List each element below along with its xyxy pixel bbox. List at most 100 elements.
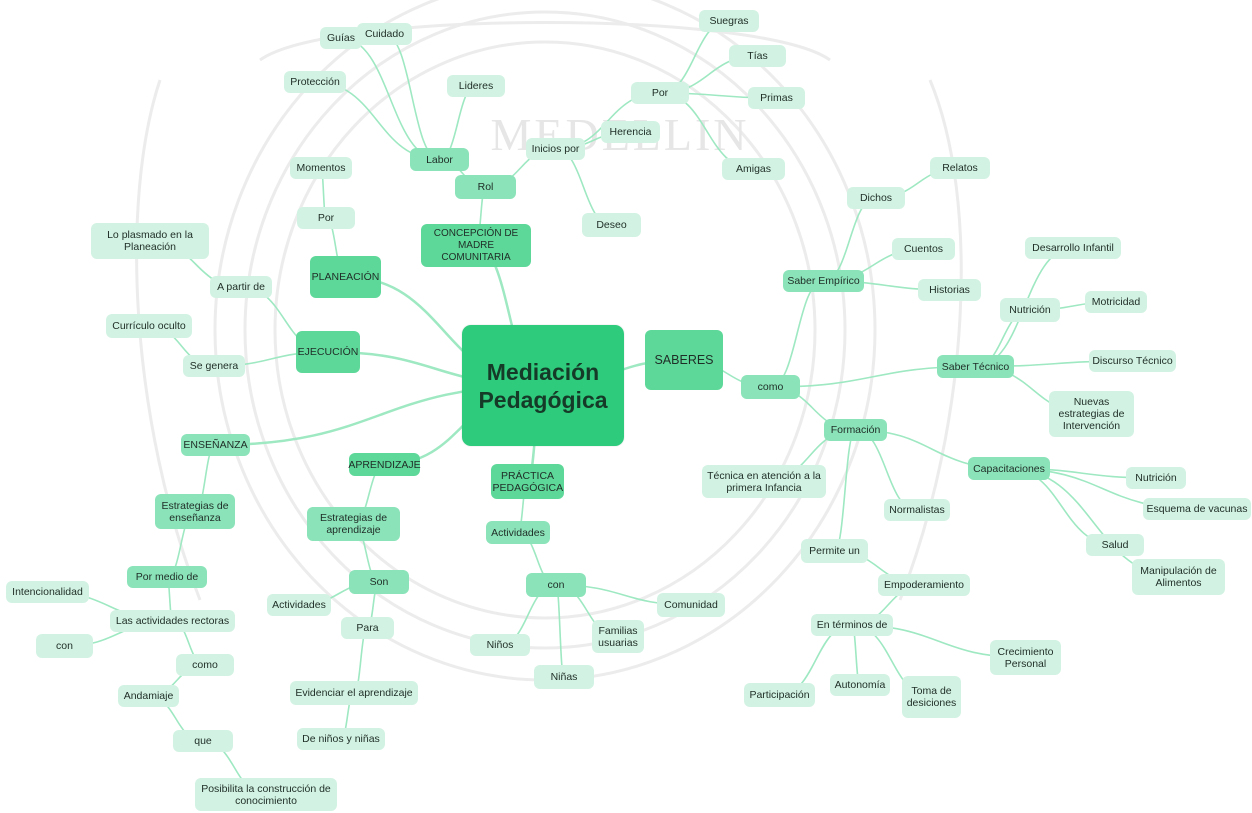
node-curriculo-oculto[interactable]: Currículo oculto — [106, 314, 192, 338]
node-primas-label: Primas — [760, 92, 793, 104]
node-familias-label: Familias usuarias — [598, 624, 638, 649]
node-desarrollo-infantil[interactable]: Desarrollo Infantil — [1025, 237, 1121, 259]
node-a-partir-de[interactable]: A partir de — [210, 276, 272, 298]
node-toma-desiciones-label: Toma de desiciones — [906, 685, 957, 709]
node-empoderamiento[interactable]: Empoderamiento — [878, 574, 970, 596]
node-como-left[interactable]: como — [176, 654, 234, 676]
node-amigas[interactable]: Amigas — [722, 158, 785, 180]
node-aprendizaje[interactable]: APRENDIZAJE — [348, 453, 421, 476]
node-para-label: Para — [356, 622, 379, 634]
node-ejecucion[interactable]: EJECUCIÓN — [296, 331, 360, 373]
node-ninos[interactable]: Niños — [470, 634, 530, 656]
node-ensenanza[interactable]: ENSEÑANZA — [181, 434, 250, 456]
node-cuidado[interactable]: Cuidado — [357, 23, 412, 45]
node-saber-tecnico[interactable]: Saber Técnico — [937, 355, 1014, 378]
node-proteccion[interactable]: Protección — [284, 71, 346, 93]
node-participacion[interactable]: Participación — [744, 683, 815, 707]
node-para[interactable]: Para — [341, 617, 394, 639]
node-relatos[interactable]: Relatos — [930, 157, 990, 179]
node-capacitaciones[interactable]: Capacitaciones — [968, 457, 1050, 480]
node-deseo-label: Deseo — [596, 219, 627, 231]
node-con-left[interactable]: con — [36, 634, 93, 658]
node-actividades-rectoras[interactable]: Las actividades rectoras — [110, 610, 235, 632]
node-se-genera[interactable]: Se genera — [183, 355, 245, 377]
node-deseo[interactable]: Deseo — [582, 213, 641, 237]
node-concepcion[interactable]: CONCEPCIÓN DE MADRE COMUNITARIA — [421, 224, 531, 267]
node-discurso-tecnico[interactable]: Discurso Técnico — [1089, 350, 1176, 372]
node-de-ninos-ninas[interactable]: De niños y niñas — [297, 728, 385, 750]
node-como-right[interactable]: como — [741, 375, 800, 399]
node-posibilita[interactable]: Posibilita la construcción de conocimien… — [195, 778, 337, 811]
node-lideres[interactable]: Lideres — [447, 75, 505, 97]
node-estrategias-ensenanza[interactable]: Estrategias de enseñanza — [155, 494, 235, 529]
node-ninas[interactable]: Niñas — [534, 665, 594, 689]
node-salud[interactable]: Salud — [1086, 534, 1144, 556]
node-autonomia[interactable]: Autonomía — [830, 674, 890, 696]
node-normalistas[interactable]: Normalistas — [884, 499, 950, 521]
node-empoderamiento-label: Empoderamiento — [884, 579, 964, 591]
node-dichos-label: Dichos — [859, 192, 893, 204]
node-lo-plasmado[interactable]: Lo plasmado en la Planeación — [91, 223, 209, 259]
node-rol[interactable]: Rol — [455, 175, 516, 199]
node-ensenanza-label: ENSEÑANZA — [183, 439, 248, 451]
node-momentos[interactable]: Momentos — [290, 157, 352, 179]
node-participacion-label: Participación — [749, 689, 810, 701]
node-ninas-label: Niñas — [550, 671, 578, 683]
node-motricidad[interactable]: Motricidad — [1085, 291, 1147, 313]
node-suegras[interactable]: Suegras — [699, 10, 759, 32]
node-nutricion-tec[interactable]: Nutrición — [1000, 298, 1060, 322]
central-topic[interactable]: Mediación Pedagógica — [462, 325, 624, 446]
node-permite-un[interactable]: Permite un — [801, 539, 868, 563]
node-practica[interactable]: PRÁCTICA PEDAGÓGICA — [491, 464, 564, 499]
node-suegras-label: Suegras — [709, 15, 749, 27]
node-por-top-label: Por — [651, 87, 669, 99]
node-nutricion-cap-label: Nutrición — [1135, 472, 1177, 484]
node-amigas-label: Amigas — [735, 163, 771, 175]
node-normalistas-label: Normalistas — [889, 504, 945, 516]
node-cuentos[interactable]: Cuentos — [892, 238, 955, 260]
node-labor[interactable]: Labor — [410, 148, 469, 171]
node-comunidad[interactable]: Comunidad — [657, 593, 725, 617]
node-inicios-por[interactable]: Inicios por — [526, 138, 585, 160]
node-historias[interactable]: Historias — [918, 279, 981, 301]
node-esquema-vacunas[interactable]: Esquema de vacunas — [1143, 498, 1251, 520]
node-guias[interactable]: Guías — [320, 27, 362, 49]
node-aprendizaje-label: APRENDIZAJE — [348, 458, 421, 471]
node-por-medio-de[interactable]: Por medio de — [127, 566, 207, 588]
node-tecnica-atencion[interactable]: Técnica en atención a la primera Infanci… — [702, 465, 826, 498]
node-como-left-label: como — [192, 659, 218, 671]
node-tias[interactable]: Tías — [729, 45, 786, 67]
node-ninos-label: Niños — [486, 639, 514, 651]
node-familias[interactable]: Familias usuarias — [592, 620, 644, 653]
node-por-top[interactable]: Por — [631, 82, 689, 104]
node-saberes[interactable]: SABERES — [645, 330, 723, 390]
node-estrategias-aprendizaje[interactable]: Estrategias de aprendizaje — [307, 507, 400, 541]
node-nutricion-cap[interactable]: Nutrición — [1126, 467, 1186, 489]
node-formacion-label: Formación — [830, 424, 881, 436]
node-andamiaje[interactable]: Andamiaje — [118, 685, 179, 707]
node-que[interactable]: que — [173, 730, 233, 752]
node-son[interactable]: Son — [349, 570, 409, 594]
node-toma-desiciones[interactable]: Toma de desiciones — [902, 676, 961, 718]
node-con-center[interactable]: con — [526, 573, 586, 597]
node-crecimiento-personal[interactable]: Crecimiento Personal — [990, 640, 1061, 675]
node-por-medio-de-label: Por medio de — [135, 571, 199, 583]
node-actividades-apr[interactable]: Actividades — [267, 594, 331, 616]
connector-node-labor-node-guias — [340, 37, 440, 161]
node-saber-empirico[interactable]: Saber Empírico — [783, 270, 864, 292]
node-formacion[interactable]: Formación — [824, 419, 887, 441]
node-manipulacion[interactable]: Manipulación de Alimentos — [1132, 559, 1225, 595]
node-dichos[interactable]: Dichos — [847, 187, 905, 209]
node-primas[interactable]: Primas — [748, 87, 805, 109]
node-historias-label: Historias — [929, 284, 970, 296]
node-evidenciar[interactable]: Evidenciar el aprendizaje — [290, 681, 418, 705]
node-actividades-prac[interactable]: Actividades — [486, 521, 550, 544]
node-nuevas-estrategias[interactable]: Nuevas estrategias de Intervención — [1049, 391, 1134, 437]
node-intencionalidad[interactable]: Intencionalidad — [6, 581, 89, 603]
node-con-left-label: con — [56, 640, 73, 652]
node-por-plan[interactable]: Por — [297, 207, 355, 229]
node-concepcion-label: CONCEPCIÓN DE MADRE COMUNITARIA — [433, 227, 519, 263]
node-herencia[interactable]: Herencia — [601, 121, 660, 143]
node-planeacion[interactable]: PLANEACIÓN — [310, 256, 381, 298]
node-en-terminos-de[interactable]: En términos de — [811, 614, 893, 636]
